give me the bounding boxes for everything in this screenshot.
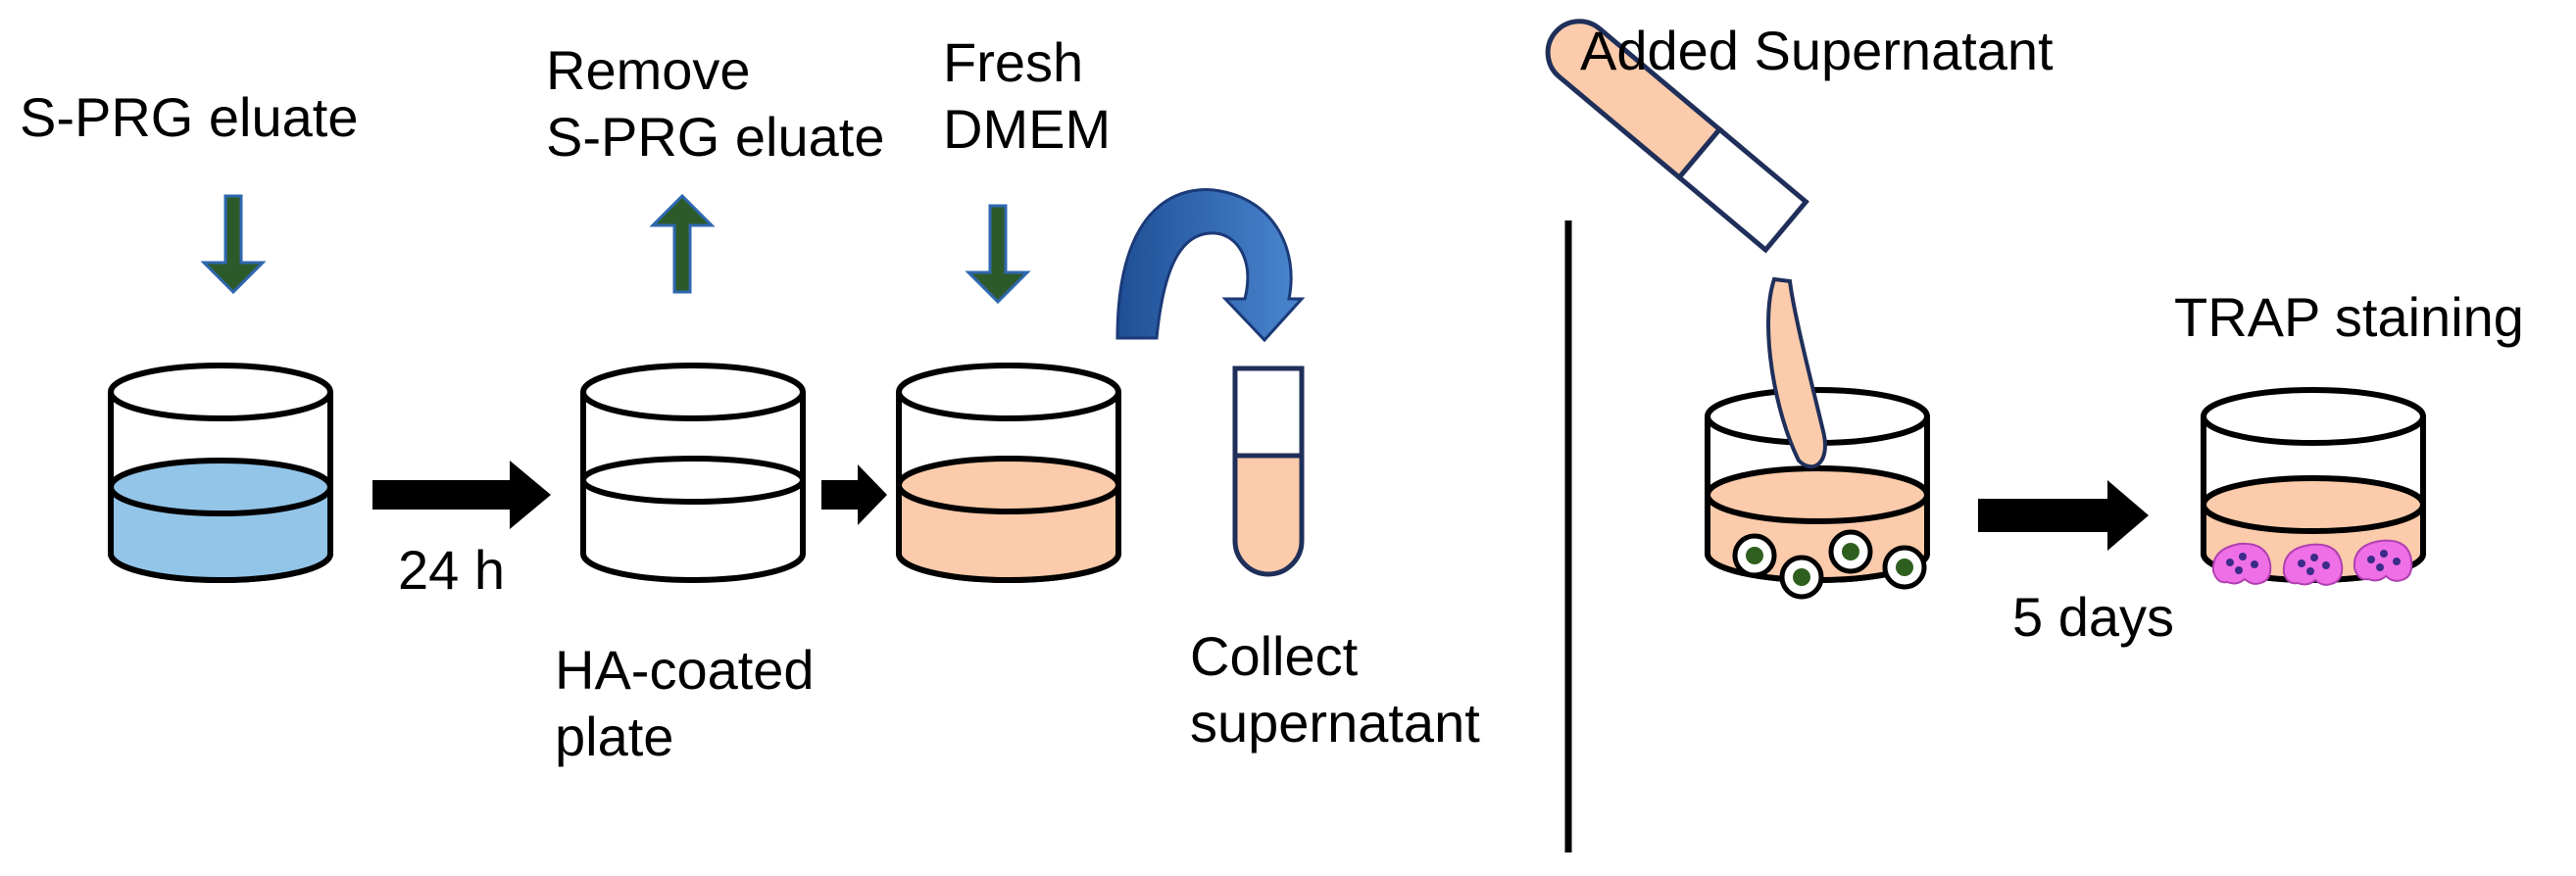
- cell: [1779, 555, 1824, 600]
- dish-s-prg-eluate: [108, 363, 333, 583]
- right-arrow-icon: [821, 464, 887, 525]
- label-remove-line1: Remove: [546, 39, 751, 101]
- label-s-prg-eluate: S-PRG eluate: [20, 86, 359, 148]
- label-fresh-line2: DMEM: [943, 98, 1112, 160]
- label-ha-coated-plate: HA-coated plate: [555, 637, 815, 770]
- down-arrow-icon: [965, 204, 1031, 305]
- osteoclast: [2211, 542, 2272, 585]
- right-arrow-icon: [372, 461, 551, 529]
- right-arrow-icon: [1978, 480, 2149, 551]
- label-collect-line1: Collect: [1190, 625, 1359, 687]
- label-5-days: 5 days: [2012, 586, 2174, 648]
- dish-ha-coated-plate: [580, 363, 806, 583]
- label-fresh-dmem: Fresh DMEM: [943, 29, 1111, 163]
- osteoclasts: [2211, 539, 2413, 586]
- label-ha-line1: HA-coated: [555, 639, 815, 701]
- osteoclast: [2282, 543, 2344, 586]
- curved-arrow-icon: [1115, 188, 1306, 343]
- label-fresh-line1: Fresh: [943, 31, 1084, 93]
- label-collect-line2: supernatant: [1190, 692, 1480, 754]
- label-24h: 24 h: [398, 539, 505, 601]
- down-arrow-icon: [200, 194, 267, 295]
- label-remove-line2: S-PRG eluate: [546, 106, 885, 168]
- label-trap-staining: TRAP staining: [2174, 286, 2524, 348]
- cell: [1732, 533, 1777, 578]
- cell: [1828, 529, 1873, 574]
- precursor-cells: [1732, 529, 1927, 600]
- test-tube-icon: [1232, 365, 1305, 577]
- label-remove-s-prg-eluate: Remove S-PRG eluate: [546, 37, 885, 170]
- osteoclast: [2353, 539, 2413, 582]
- pipette-icon: [1545, 19, 1827, 468]
- label-added-supernatant: Added Supernatant: [1580, 20, 2054, 81]
- label-ha-line2: plate: [555, 706, 674, 767]
- label-collect-supernatant: Collect supernatant: [1190, 623, 1480, 756]
- up-arrow-icon: [649, 193, 716, 294]
- cell: [1882, 545, 1927, 590]
- dish-fresh-dmem: [896, 363, 1121, 583]
